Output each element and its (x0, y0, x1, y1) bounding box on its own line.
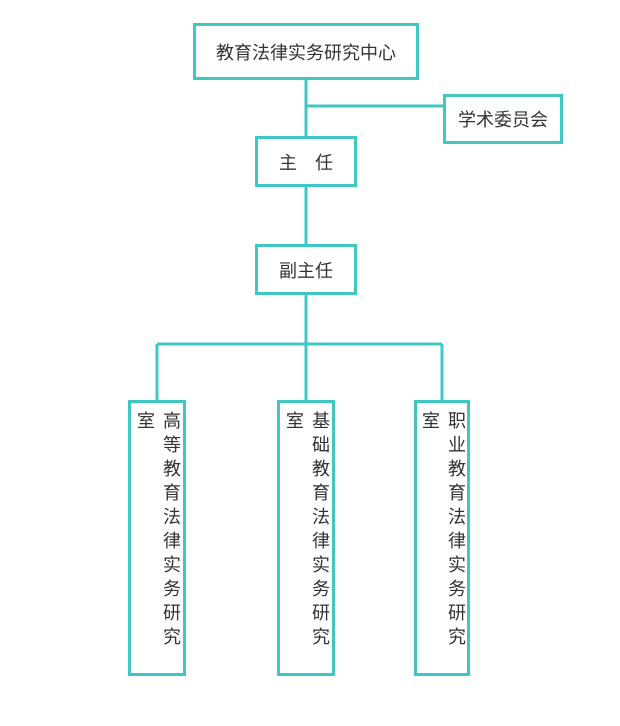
committee-label: 学术委员会 (458, 110, 548, 131)
lab-basic-education: 基础教育法律实务研究室 (277, 400, 335, 676)
director-label: 主 任 (279, 152, 333, 174)
deputy-box: 副主任 (255, 244, 357, 295)
lab-vocational-education: 职业教育法律实务研究室 (414, 400, 470, 676)
lab-label: 基础教育法律实务研究室 (283, 411, 330, 651)
lab-label: 职业教育法律实务研究室 (419, 411, 466, 651)
director-box: 主 任 (255, 136, 357, 187)
lab-higher-education: 高等教育法律实务研究室 (128, 400, 186, 676)
committee-box: 学术委员会 (443, 94, 563, 144)
center-box: 教育法律实务研究中心 (193, 23, 419, 80)
deputy-label: 副主任 (279, 260, 333, 282)
center-label: 教育法律实务研究中心 (216, 42, 396, 64)
lab-label: 高等教育法律实务研究室 (134, 411, 181, 651)
